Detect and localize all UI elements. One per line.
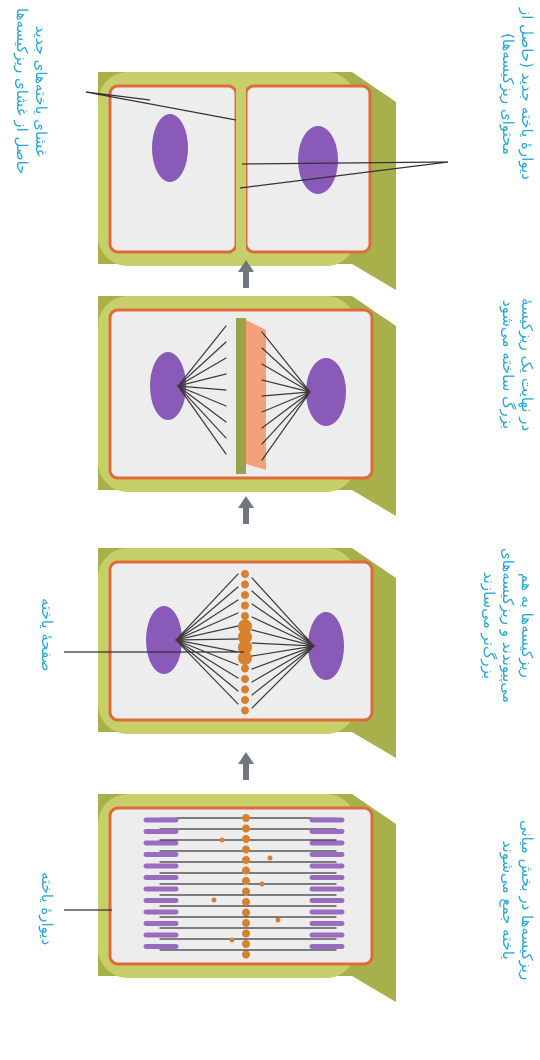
label-new-membranes-line2: حاصل از غشای ریزکیسه‌ها bbox=[12, 8, 31, 174]
vesicle bbox=[242, 867, 250, 875]
cell-plate-vesicle bbox=[241, 570, 249, 578]
label-new-membranes: غشای یاخته‌های جدید حاصل از غشای ریزکیسه… bbox=[12, 8, 50, 174]
vesicle bbox=[276, 918, 281, 923]
stage-caption-fuse-line3: بزرگ‌تر می‌سازند bbox=[479, 548, 498, 703]
label-cell-plate-text: صفحهٔ یاخته bbox=[37, 598, 56, 671]
nucleus-lower bbox=[298, 126, 338, 194]
stage-arrow-2 bbox=[238, 496, 254, 524]
vesicle bbox=[242, 846, 250, 854]
stage-two-cells bbox=[64, 548, 396, 758]
label-cell-plate: صفحهٔ یاخته bbox=[37, 598, 56, 671]
label-new-wall-line2: محتوای ریزکیسه‌ها) bbox=[498, 8, 517, 180]
vesicle bbox=[242, 951, 250, 959]
nucleus-lower-2 bbox=[306, 358, 346, 426]
label-cell-wall-text: دیوارهٔ یاخته bbox=[37, 872, 56, 945]
vesicle bbox=[242, 940, 250, 948]
large-vesicle bbox=[246, 320, 266, 470]
stage-four-cells bbox=[86, 72, 448, 290]
vesicle bbox=[212, 898, 217, 903]
forming-wall bbox=[236, 318, 246, 474]
vesicle bbox=[242, 825, 250, 833]
label-new-membranes-line1: غشای یاخته‌های جدید bbox=[31, 8, 50, 174]
label-cell-wall: دیوارهٔ یاخته bbox=[37, 872, 56, 945]
stage-arrow-3 bbox=[238, 752, 254, 780]
vesicle bbox=[260, 882, 265, 887]
vesicle bbox=[242, 814, 250, 822]
cell-plate-vesicle bbox=[241, 591, 249, 599]
cell-plate-vesicle bbox=[241, 581, 249, 589]
cell-plate-vesicle bbox=[241, 612, 249, 620]
vesicle bbox=[242, 888, 250, 896]
stage-caption-gather: ریزکیسه‌ها در بخش میانی یاخته جمع می‌شون… bbox=[498, 820, 536, 980]
vesicle bbox=[220, 838, 225, 843]
cell-plate-vesicle bbox=[241, 602, 249, 610]
vesicle bbox=[242, 930, 250, 938]
cell-plate-vesicle bbox=[241, 707, 249, 715]
stage-caption-fuse-line2: می‌پیوندند و ریزکیسه‌های bbox=[498, 548, 517, 703]
stage-caption-gather-line2: یاخته جمع می‌شوند bbox=[498, 820, 517, 980]
stage-caption-large-vesicle-line1: در نهایت یک ریزکیسهٔ bbox=[517, 298, 536, 431]
vesicle bbox=[242, 877, 250, 885]
cell-plate-vesicle bbox=[241, 686, 249, 694]
stage-caption-gather-line1: ریزکیسه‌ها در بخش میانی bbox=[517, 820, 536, 980]
vesicle bbox=[242, 898, 250, 906]
stage-one-cell bbox=[64, 794, 396, 1002]
cell-plate-vesicle bbox=[238, 651, 252, 665]
cell-plate-vesicle bbox=[241, 665, 249, 673]
stage-caption-large-vesicle-line2: بزرگ ساخته می‌شود bbox=[498, 298, 517, 431]
label-new-wall-line1: دیوارهٔ یاخته جدید (حاصل از bbox=[517, 8, 536, 180]
cell-plate-vesicle bbox=[241, 675, 249, 683]
new-cell-wall bbox=[236, 84, 246, 254]
vesicle bbox=[242, 919, 250, 927]
nucleus-upper bbox=[152, 114, 188, 182]
stage-caption-large-vesicle: در نهایت یک ریزکیسهٔ بزرگ ساخته می‌شود bbox=[498, 298, 536, 431]
label-new-wall: دیوارهٔ یاخته جدید (حاصل از محتوای ریزکی… bbox=[498, 8, 536, 180]
vesicle bbox=[268, 856, 273, 861]
vesicle bbox=[230, 938, 235, 943]
stage-caption-fuse: ریزکیسه‌ها به هم می‌پیوندند و ریزکیسه‌ها… bbox=[479, 548, 536, 703]
vesicle bbox=[242, 835, 250, 843]
vesicle bbox=[242, 856, 250, 864]
stage-three-cells bbox=[98, 296, 396, 516]
vesicle bbox=[242, 909, 250, 917]
cell-plate-vesicle bbox=[241, 696, 249, 704]
stage-caption-fuse-line1: ریزکیسه‌ها به هم bbox=[517, 548, 536, 703]
